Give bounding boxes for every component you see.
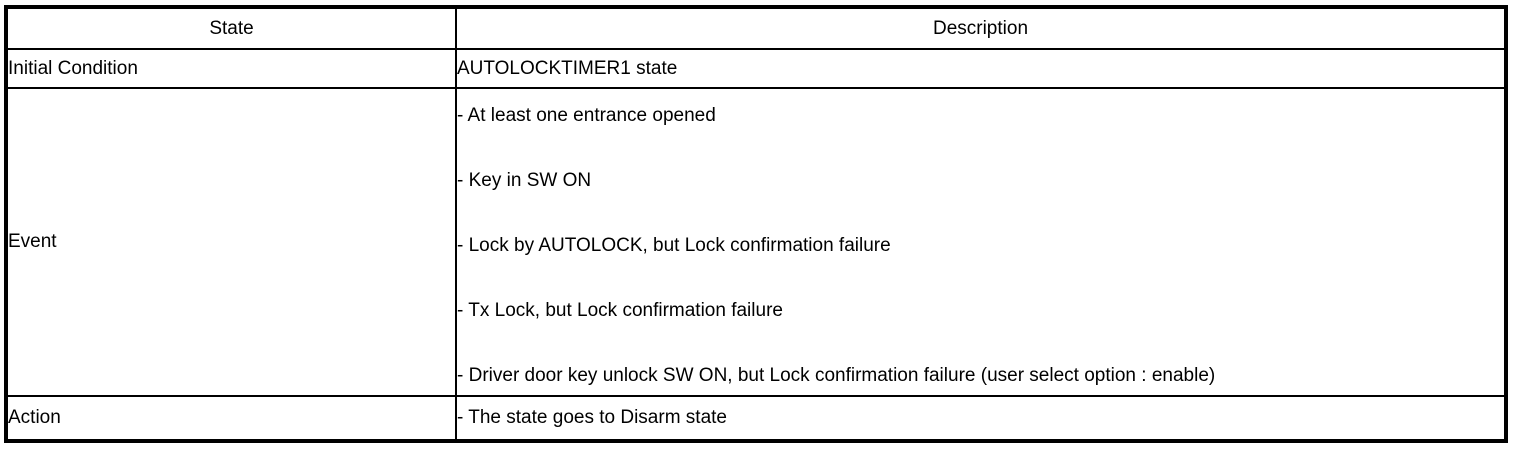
- column-header-description: Description: [455, 6, 1507, 50]
- row-label-initial-condition: Initial Condition: [5, 48, 457, 89]
- row-label-action: Action: [5, 395, 457, 442]
- row-label-event: Event: [5, 87, 457, 397]
- initial-condition-description: AUTOLOCKTIMER1 state: [455, 48, 1507, 89]
- event-description-cell: - At least one entrance opened - Key in …: [455, 87, 1507, 397]
- action-description: - The state goes to Disarm state: [455, 395, 1507, 442]
- state-description-table: State Description Initial Condition AUTO…: [4, 5, 1508, 443]
- table-row-initial-condition: Initial Condition AUTOLOCKTIMER1 state: [5, 48, 1507, 89]
- event-item: - Tx Lock, but Lock confirmation failure: [457, 300, 783, 321]
- event-item: - Lock by AUTOLOCK, but Lock confirmatio…: [457, 235, 891, 256]
- table-header-row: State Description: [5, 6, 1507, 50]
- column-header-state: State: [5, 6, 457, 50]
- event-item-list: - At least one entrance opened - Key in …: [457, 90, 1504, 394]
- table-row-action: Action - The state goes to Disarm state: [5, 395, 1507, 442]
- table-row-event: Event - At least one entrance opened - K…: [5, 87, 1507, 397]
- event-item: - Driver door key unlock SW ON, but Lock…: [457, 365, 1216, 386]
- event-item: - At least one entrance opened: [457, 105, 716, 126]
- event-item: - Key in SW ON: [457, 170, 592, 191]
